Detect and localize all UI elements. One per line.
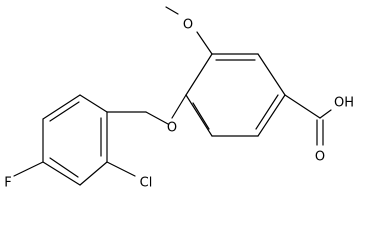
- fluorine-substituent: F: [4, 161, 44, 191]
- methoxy-group: O: [165, 6, 213, 55]
- ether-oxygen-to-methylene-bond: [145, 111, 169, 125]
- carbon-hydroxyl-bond: [319, 109, 332, 119]
- chlorofluorophenyl-ring: [42, 94, 108, 186]
- ether-linkage: O: [106, 94, 187, 136]
- ring-a-double-bond: [255, 94, 279, 130]
- ring-b-double-bond: [49, 101, 80, 122]
- ring-b-double-bond: [49, 157, 79, 178]
- ring-b-bond: [79, 161, 108, 186]
- ring-b-bond: [42, 94, 81, 120]
- carbonyl-oxygen-label: O: [315, 150, 325, 165]
- ring-a-bond: [185, 53, 213, 96]
- carbon-chlorine-bond: [106, 161, 136, 177]
- ring-b-bond: [79, 94, 108, 113]
- chlorine-substituent: Cl: [106, 161, 153, 191]
- ring-a-bond: [257, 53, 286, 96]
- methoxy-oxygen-label: O: [183, 18, 193, 33]
- ring-b-bond: [42, 161, 81, 186]
- ring-a-double-bond: [192, 102, 210, 130]
- ring-to-ether-oxygen-bond: [171, 94, 187, 119]
- benzoic-acid-ring: [185, 53, 286, 137]
- chlorine-label: Cl: [140, 176, 153, 191]
- chemical-structure: O OH O O: [4, 6, 354, 191]
- ring-a-bond: [185, 94, 213, 137]
- ring-to-carboxyl-bond: [284, 94, 321, 119]
- methoxy-o-ring-bond: [196, 31, 213, 55]
- carbon-fluorine-bond: [13, 161, 44, 177]
- fluorine-label: F: [4, 176, 11, 191]
- ring-a-bond: [257, 94, 286, 137]
- methyl-bond: [165, 6, 179, 15]
- ether-oxygen-label: O: [167, 121, 177, 136]
- hydroxyl-label: OH: [334, 96, 354, 111]
- carboxylic-acid-group: OH O: [284, 94, 354, 165]
